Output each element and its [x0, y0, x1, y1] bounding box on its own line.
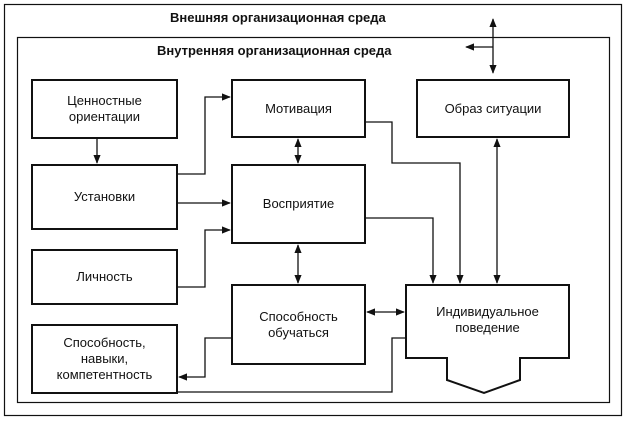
- situation-box: [416, 79, 570, 138]
- learning-label: Способность обучаться: [259, 308, 338, 340]
- behavior-label: Индивидуальное поведение: [436, 304, 539, 335]
- arrow-perception-to-behavior: [365, 217, 437, 284]
- motivation-label: Мотивация: [265, 100, 332, 116]
- arrow-learning-to-skills: [178, 337, 232, 381]
- values-box: [31, 79, 178, 139]
- skills-label: Способность, навыки, компетентность: [56, 335, 153, 382]
- inner-environment-title: Внутренняя организационная среда: [157, 43, 392, 58]
- perception-label: Восприятие: [262, 196, 335, 211]
- inner-environment-frame: [16, 36, 611, 404]
- arrow-motivation-to-behavior: [365, 121, 464, 284]
- arrow-behavior-to-skills: [177, 337, 406, 393]
- arrow-attitudes-to-motivation: [177, 93, 231, 175]
- perception-box: [231, 164, 366, 244]
- outer-environment-frame: [3, 3, 623, 417]
- attitudes-label: Установки: [73, 189, 136, 204]
- skills-box: [31, 324, 178, 394]
- behavior-box: [405, 284, 570, 395]
- motivation-box: [231, 79, 366, 138]
- personality-box: [31, 249, 178, 305]
- values-label: Ценностные ориентации: [67, 93, 142, 124]
- arrow-personality-to-perception: [177, 226, 231, 288]
- outer-environment-title: Внешняя организационная среда: [170, 10, 386, 25]
- learning-box: [231, 284, 366, 365]
- personality-label: Личность: [76, 269, 133, 284]
- attitudes-box: [31, 164, 178, 230]
- situation-label: Образ ситуации: [444, 100, 542, 116]
